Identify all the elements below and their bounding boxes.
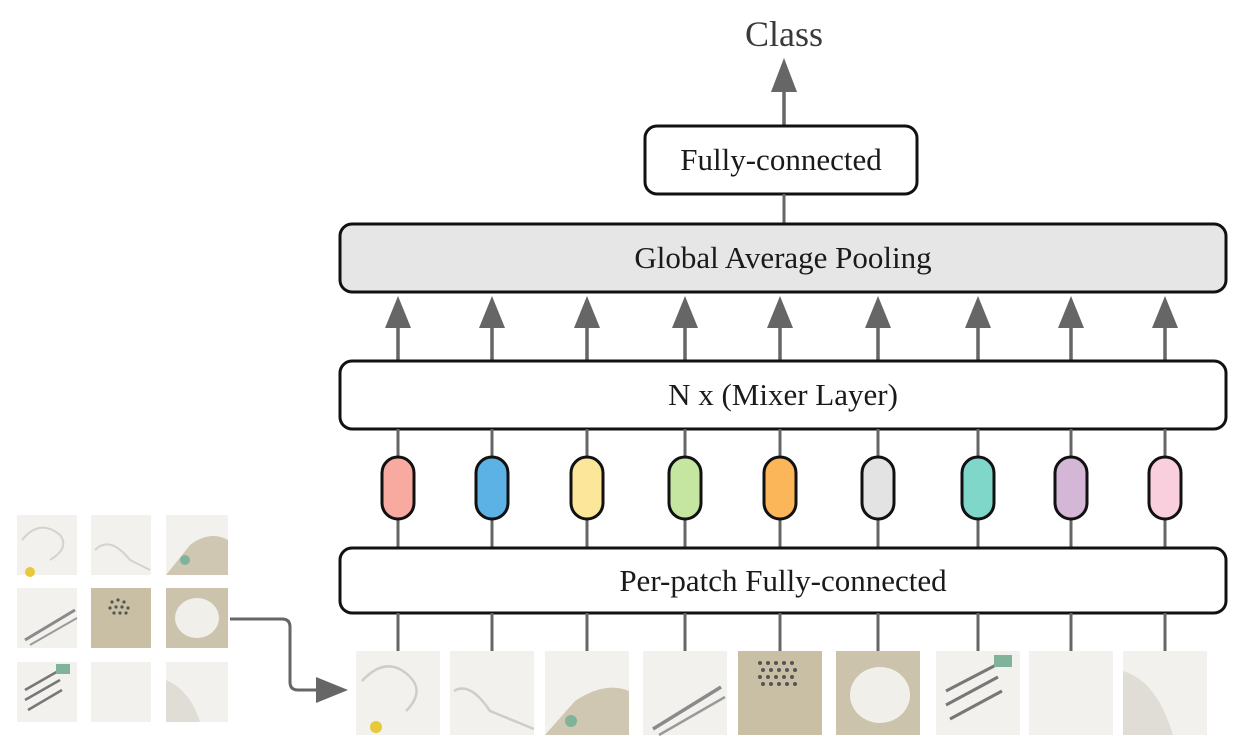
patch-connectors <box>396 613 1167 651</box>
image-patch-blank <box>1029 651 1113 735</box>
input-image-grid <box>17 515 228 722</box>
per-patch-fc-block: Per-patch Fully-connected <box>338 546 1228 615</box>
token-capsule <box>667 455 703 521</box>
image-to-sequence-arrow <box>230 617 348 703</box>
token-capsule <box>1147 455 1183 521</box>
patch-sequence <box>356 651 1207 737</box>
token-capsule <box>380 455 416 521</box>
image-patch-cable <box>356 651 440 735</box>
arrow-to-class <box>771 58 797 126</box>
per-patch-fc-label: Per-patch Fully-connected <box>619 563 947 598</box>
image-patch-mixer-handle <box>836 651 920 735</box>
global-average-pooling-block: Global Average Pooling <box>338 222 1228 294</box>
class-label: Class <box>745 14 823 54</box>
fully-connected-label: Fully-connected <box>680 142 882 177</box>
token-capsule <box>1053 455 1089 521</box>
image-patch-mixer-shadow <box>1123 651 1207 735</box>
token-capsule <box>960 455 996 521</box>
pooling-arrow <box>1152 296 1178 361</box>
image-patch-mixer-vents <box>738 651 822 735</box>
token-capsule <box>762 455 798 521</box>
mixer-layer-block: N x (Mixer Layer) <box>338 359 1228 431</box>
pooling-arrow <box>479 296 505 361</box>
fully-connected-block: Fully-connected <box>643 124 919 196</box>
token-row <box>380 429 1183 548</box>
token-capsule <box>474 455 510 521</box>
pooling-arrow <box>672 296 698 361</box>
image-patch-cable-handle <box>450 651 535 735</box>
image-patch-whisk-green <box>643 651 727 737</box>
token-capsule <box>860 455 896 521</box>
image-patch-whisk-beaters <box>936 651 1020 735</box>
global-average-pooling-label: Global Average Pooling <box>634 240 931 275</box>
pooling-arrow <box>965 296 991 361</box>
pooling-arrow <box>1058 296 1084 361</box>
pooling-arrow <box>865 296 891 361</box>
image-patch-mixer-base-green <box>545 651 629 735</box>
token-capsule <box>569 455 605 521</box>
pooling-arrow <box>767 296 793 361</box>
mixer-layer-label: N x (Mixer Layer) <box>668 377 898 412</box>
pooling-arrow <box>574 296 600 361</box>
mixer-to-pooling-arrows <box>385 296 1178 361</box>
pooling-arrow <box>385 296 411 361</box>
